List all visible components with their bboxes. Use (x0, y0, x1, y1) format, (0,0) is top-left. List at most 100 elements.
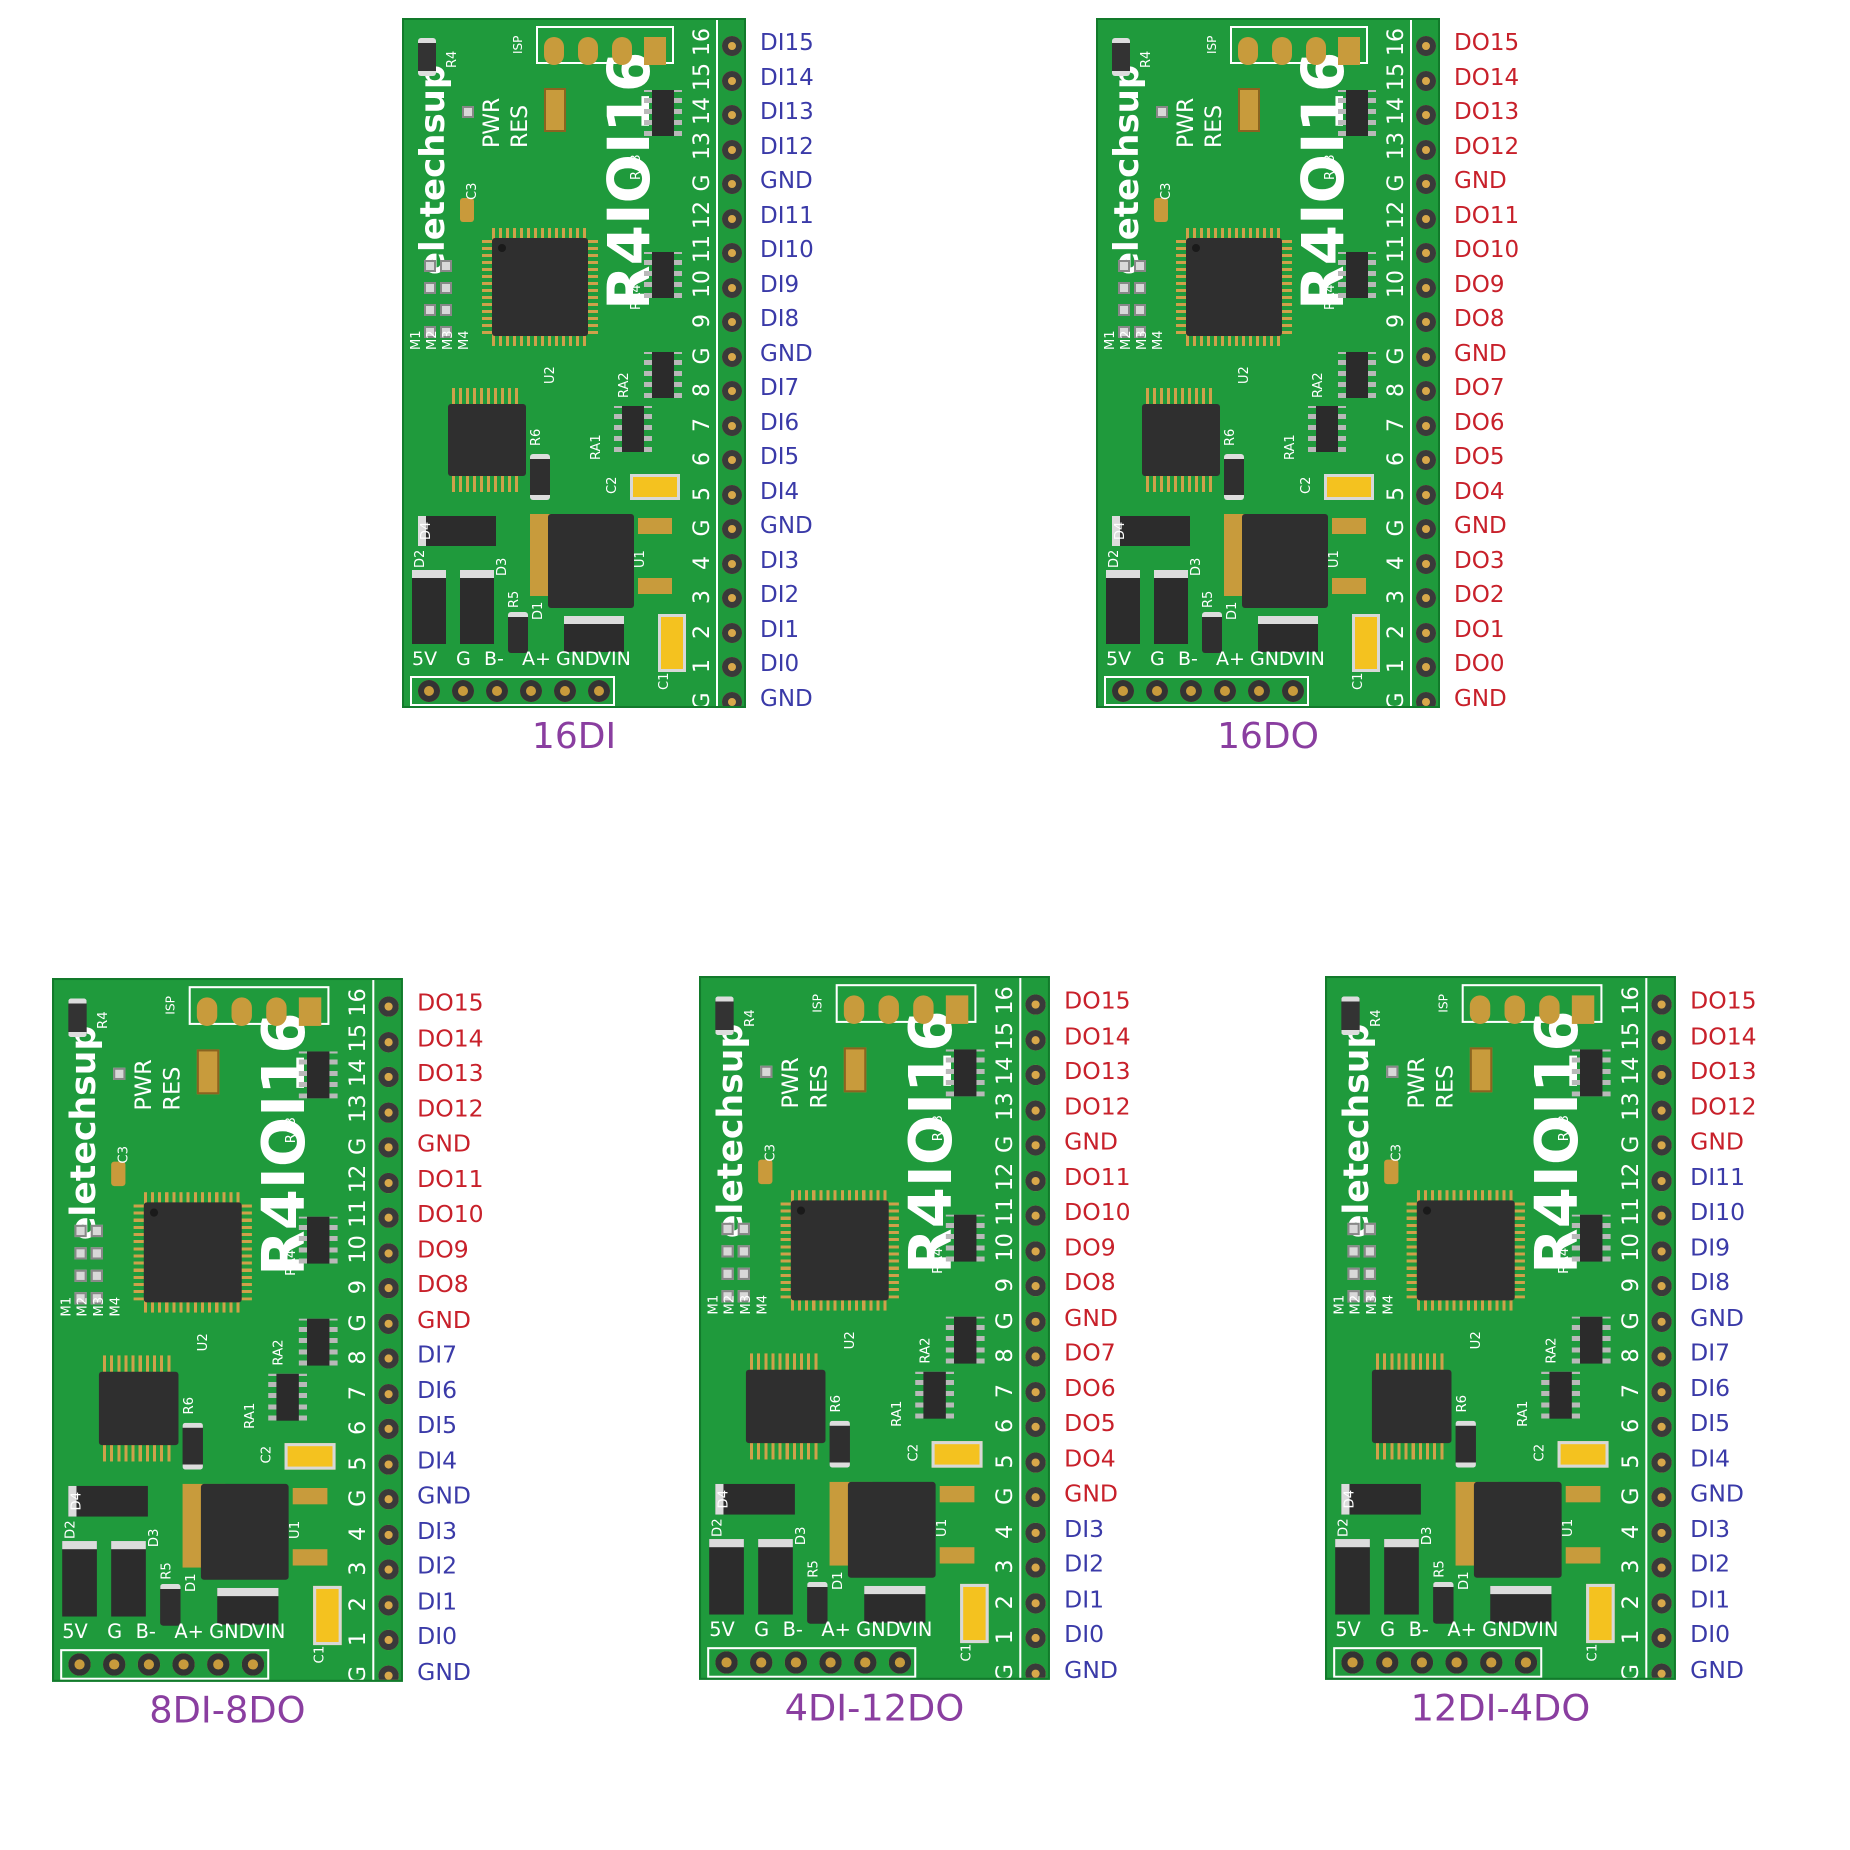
pcb-board: eletechsup R4IOI16 PWR RES ISP (1325, 976, 1676, 1680)
header-pin-icon (378, 1664, 399, 1680)
component-designator: M4 (108, 1296, 124, 1317)
isp-pin-icon (843, 995, 865, 1024)
pin-number: 7 (1384, 417, 1409, 432)
header-pin-icon (378, 1066, 399, 1088)
component-designator: U1 (1560, 1518, 1576, 1537)
bus-terminal-hole-icon (588, 680, 610, 702)
header-pin-icon (1416, 208, 1436, 229)
header-pin-icon (1651, 1029, 1672, 1050)
bus-terminal-hole-icon (520, 680, 542, 702)
isp-pin-square-icon (1571, 995, 1595, 1024)
pin-number: 15 (1618, 1021, 1645, 1050)
bus-terminal-hole-icon (1214, 680, 1236, 702)
pin-function-label: DI10 (1690, 1199, 1746, 1226)
mode-dip-icon (1118, 282, 1130, 294)
capacitor-c2-icon (284, 1443, 336, 1470)
component-designator: D1 (1456, 1571, 1472, 1591)
bus-terminal-hole-icon (137, 1653, 161, 1676)
resistor-array-icon (1346, 352, 1368, 398)
header-pin-icon (1025, 1451, 1046, 1473)
header-pin-icon (378, 1313, 399, 1334)
component-designator: D3 (146, 1528, 163, 1548)
diode-icon (758, 1539, 793, 1615)
bus-terminal-hole-icon (452, 680, 474, 702)
header-pin-icon (1416, 70, 1436, 91)
header-pin-icon (378, 1629, 399, 1651)
bus-terminal-label: G (456, 648, 471, 670)
mode-dip-icon (90, 1269, 103, 1282)
component-designator: RA3 (629, 154, 644, 180)
header-pin-icon (378, 1383, 399, 1404)
component-designator: C2 (259, 1445, 275, 1464)
diode-icon (1112, 516, 1190, 546)
header-pin-icon (1651, 1627, 1672, 1649)
soic-chip-icon (448, 404, 526, 476)
resistor-icon (160, 1583, 181, 1626)
header-pin-icon (1416, 588, 1436, 608)
pin-number: 14 (690, 97, 715, 125)
diode-icon (1335, 1539, 1370, 1615)
pin-number: 4 (1384, 555, 1409, 570)
bus-terminal-hole-icon (750, 1651, 773, 1674)
header-pin-icon (1416, 484, 1436, 505)
bus-terminal-hole-icon (854, 1651, 877, 1674)
pin-function-label: DI11 (1690, 1164, 1746, 1191)
pin-number: 12 (690, 200, 715, 229)
pin-function-label: DO13 (1690, 1058, 1757, 1086)
bus-terminal-hole-icon (103, 1653, 126, 1676)
header-pin-icon (722, 691, 742, 706)
component-designator: RA1 (1283, 434, 1298, 460)
pin-function-label: DO12 (1690, 1093, 1757, 1121)
regulator-pin-icon (939, 1547, 975, 1564)
resistor-icon (68, 998, 87, 1038)
pin-number: 5 (1384, 486, 1409, 501)
mode-dip-icon (1363, 1245, 1376, 1258)
isp-pin-square-icon (298, 997, 322, 1026)
header-pin-icon (722, 208, 742, 229)
mode-dip-icon (1134, 282, 1146, 294)
pin-function-label: GND (1064, 1304, 1118, 1332)
component-designator: M3 (1135, 330, 1150, 351)
variant-title: 4DI-12DO (784, 1687, 965, 1730)
component-designator: D3 (1419, 1526, 1436, 1546)
resistor-icon (807, 1581, 828, 1624)
header-pin-icon (1416, 622, 1436, 643)
pin-function-label: GND (1064, 1480, 1118, 1508)
diode-icon (864, 1585, 926, 1623)
pin-function-label: DI0 (1064, 1621, 1105, 1649)
component-designator: R5 (507, 590, 522, 608)
mode-dip-icon (1134, 304, 1146, 316)
component-designator: M1 (409, 330, 424, 351)
pin-function-label: DO14 (1064, 1023, 1131, 1050)
pin-function-label: GND (1454, 340, 1507, 367)
pin-function-label: DI9 (760, 271, 800, 298)
pin-number: 10 (345, 1234, 372, 1264)
pcb-board: eletechsup R4IOI16 PWR RES ISP (52, 978, 403, 1682)
pin-number: 16 (345, 988, 372, 1017)
header-pin-icon (1025, 1381, 1046, 1402)
component-designator: C2 (1532, 1443, 1548, 1462)
bus-terminal-hole-icon (207, 1653, 230, 1676)
resistor-icon (508, 612, 528, 653)
pin-number: 7 (345, 1385, 372, 1400)
bus-terminal-label: B- (135, 1620, 156, 1644)
pin-number: 16 (1618, 986, 1645, 1015)
mode-dip-icon (74, 1224, 87, 1238)
header-pin-icon (1025, 1311, 1046, 1332)
pin-function-label: DO9 (417, 1236, 469, 1264)
pin-function-label: DI3 (1064, 1516, 1105, 1543)
pin-number: 5 (992, 1453, 1019, 1469)
regulator-icon (200, 1483, 289, 1580)
pwr-label: PWR (778, 1057, 805, 1109)
soic-chip-icon (745, 1369, 826, 1444)
header-pin-icon (722, 36, 742, 56)
pin-number: 11 (1618, 1197, 1645, 1226)
pin-number: 4 (690, 555, 715, 570)
resistor-icon (1455, 1420, 1476, 1468)
header-pin-icon (722, 139, 742, 160)
bus-terminal-label: A+ (1447, 1618, 1477, 1642)
resistor-icon (182, 1422, 203, 1470)
isp-pin-icon (1539, 995, 1560, 1024)
pin-number: 11 (992, 1197, 1019, 1226)
pin-function-label: DI15 (760, 30, 814, 56)
